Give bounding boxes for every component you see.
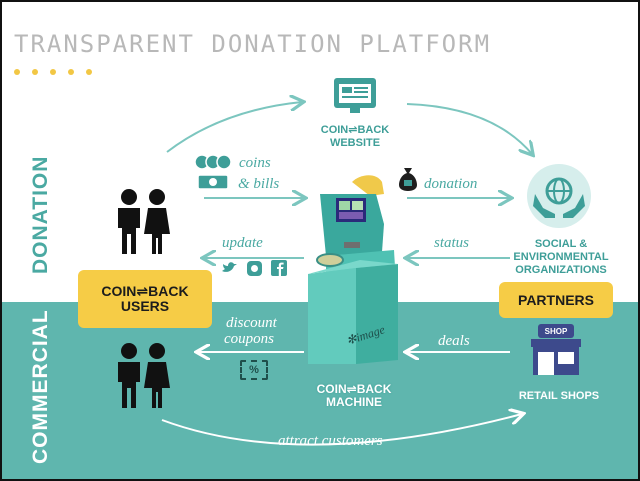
coinback-machine-illustration	[308, 175, 398, 364]
arrow-website-to-orgs	[406, 103, 532, 154]
organizations-caption: SOCIAL & ENVIRONMENTAL ORGANIZATIONS	[496, 238, 626, 277]
social-icons	[220, 259, 292, 277]
shop-icon: SHOP	[531, 324, 581, 375]
flow-coins-label: coins	[239, 155, 271, 171]
globe-hands-icon	[527, 164, 591, 228]
people-icon	[118, 189, 170, 254]
org-line-1: SOCIAL &	[534, 238, 588, 250]
flow-status-label: status	[434, 235, 470, 251]
users-brand: COIN⇌BACK	[101, 283, 189, 299]
machine-caption: COIN⇌BACK MACHINE	[300, 383, 408, 409]
website-caption: COIN⇌BACK WEBSITE	[302, 124, 408, 150]
arrow-users-to-website	[166, 102, 302, 153]
page-title: TRANSPARENT DONATION PLATFORM	[14, 30, 492, 58]
org-line-2: ENVIRONMENTAL	[513, 251, 609, 263]
machine-brand: COIN⇌BACK	[316, 382, 392, 396]
money-bag-icon	[399, 168, 417, 191]
flow-update-label: update	[222, 235, 263, 251]
flow-donation-label: donation	[424, 176, 478, 192]
coins-icon	[194, 154, 232, 190]
commercial-people-icon	[118, 343, 170, 408]
website-label: WEBSITE	[329, 137, 381, 149]
flow-deals-label: deals	[438, 333, 470, 349]
flow-discount-label: discount	[226, 315, 277, 331]
partners-box: PARTNERS	[499, 282, 613, 318]
users-box: COIN⇌BACK USERS	[78, 270, 212, 328]
arrow-attract	[161, 414, 522, 446]
retail-caption: RETAIL SHOPS	[518, 390, 600, 402]
flow-attract-label: attract customers	[278, 433, 383, 449]
users-label: USERS	[120, 298, 170, 314]
twitter-icon	[222, 262, 237, 272]
website-icon	[334, 78, 376, 113]
shop-sign-text: SHOP	[545, 327, 568, 336]
machine-label: MACHINE	[326, 395, 382, 409]
website-brand: COIN⇌BACK	[320, 124, 390, 136]
title-dots	[14, 62, 104, 80]
flow-coupons-label: coupons	[224, 331, 274, 347]
org-line-3: ORGANIZATIONS	[515, 264, 607, 276]
coupon-icon: %	[240, 360, 268, 380]
flow-bills-label: & bills	[238, 176, 280, 192]
